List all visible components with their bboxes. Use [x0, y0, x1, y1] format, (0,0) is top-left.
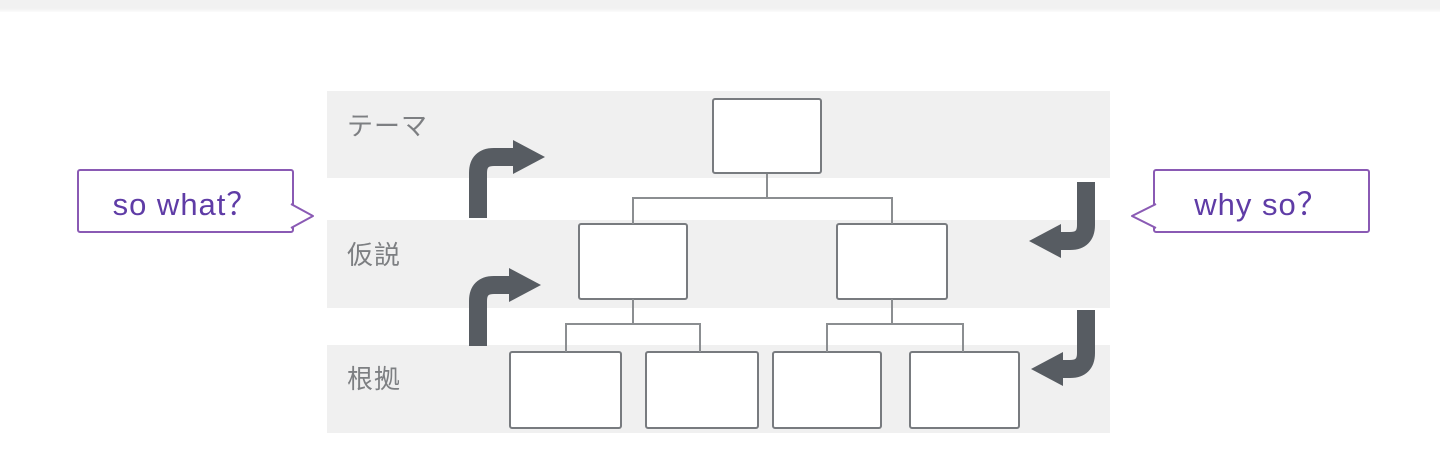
why-so-callout: why so？	[1153, 169, 1370, 233]
why-so-label: why so？	[1194, 186, 1329, 222]
hypothesis-box-1	[578, 223, 688, 300]
evidence-box-2	[645, 351, 759, 429]
row-label-evidence: 根拠	[347, 364, 402, 394]
row-label-theme: テーマ	[347, 111, 429, 141]
evidence-box-3	[772, 351, 882, 429]
row-label-hypothesis: 仮説	[347, 240, 402, 270]
top-divider-bar	[0, 0, 1440, 12]
theme-box	[712, 98, 822, 174]
row-band-hypothesis	[327, 220, 1110, 308]
hypothesis-box-2	[836, 223, 948, 300]
evidence-box-4	[909, 351, 1020, 429]
so-what-label: so what？	[112, 186, 259, 222]
so-what-callout: so what？	[77, 169, 294, 233]
connector-theme-to-hypotheses	[632, 174, 893, 224]
evidence-box-1	[509, 351, 622, 429]
so-what-callout-tail	[290, 203, 314, 229]
